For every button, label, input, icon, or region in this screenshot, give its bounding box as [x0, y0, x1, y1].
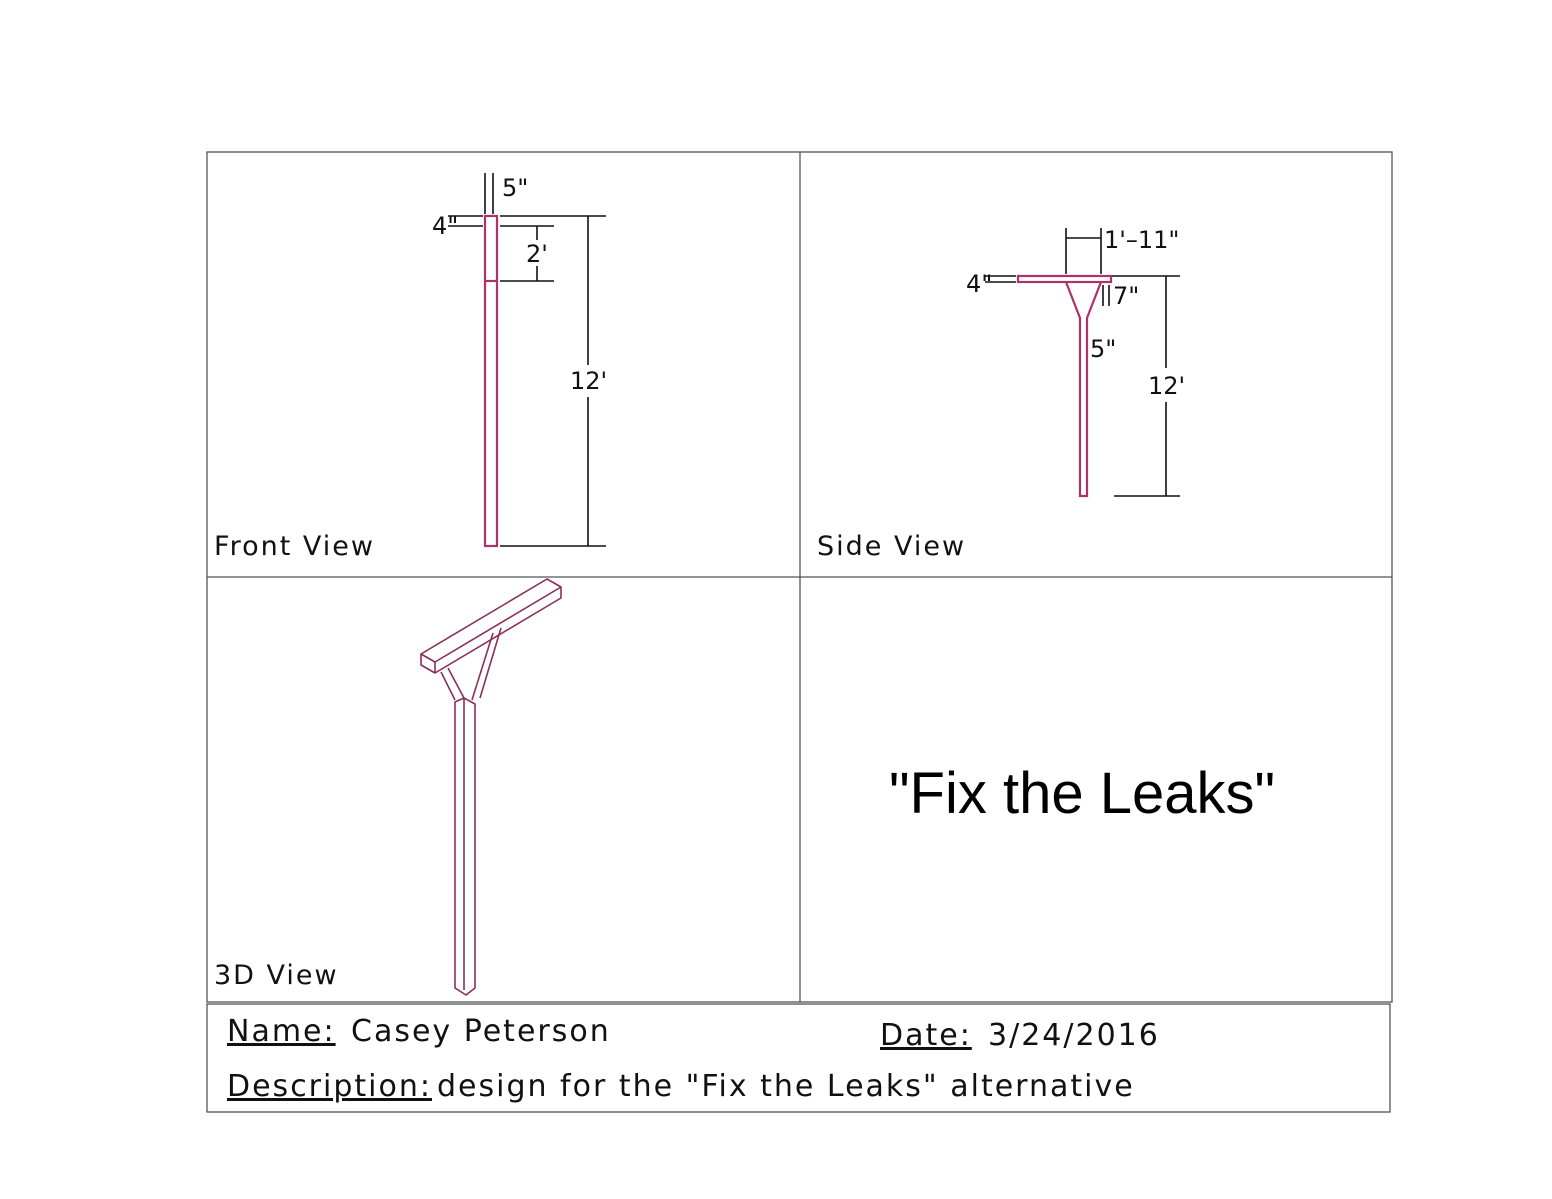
project-title: "Fix the Leaks": [889, 761, 1275, 826]
front-view-label: Front View: [214, 531, 375, 562]
front-total-height-dim: 12': [570, 367, 607, 395]
iso-view-panel: 3D View: [214, 578, 562, 996]
description-label: Description:: [227, 1069, 432, 1104]
side-arm-thickness-dim: 4": [966, 270, 992, 298]
front-top-thickness-dim: 4": [432, 212, 458, 240]
front-post-width-dim: 5": [502, 174, 528, 202]
side-view-post: [1016, 274, 1113, 498]
description-value: design for the "Fix the Leaks" alternati…: [437, 1069, 1135, 1104]
front-head-height-dim: 2': [526, 240, 548, 268]
front-view-post: [483, 214, 499, 548]
side-total-height-dim: 12': [1148, 372, 1185, 400]
side-bracket-drop-dim: 7": [1113, 282, 1139, 310]
iso-view-label: 3D View: [214, 960, 339, 991]
side-view-panel: 1'–11" 4" 7" 5" 12' Side View: [817, 226, 1185, 562]
side-bracket-width-dim: 1'–11": [1104, 226, 1179, 254]
iso-view-post: [420, 578, 562, 996]
name-label: Name:: [227, 1014, 336, 1049]
name-value: Casey Peterson: [351, 1014, 611, 1049]
front-view-dimensions: [448, 173, 606, 547]
drawing-frame: [206, 151, 1393, 1003]
front-view-panel: 5" 4" 2' 12' Front View: [214, 173, 607, 562]
date-value: 3/24/2016: [988, 1018, 1160, 1053]
side-view-label: Side View: [817, 531, 966, 562]
title-block: Name: Casey Peterson Date: 3/24/2016 Des…: [206, 1003, 1391, 1113]
date-label: Date:: [880, 1018, 972, 1053]
side-post-width-dim: 5": [1090, 335, 1116, 363]
side-view-dimensions: [985, 228, 1180, 497]
